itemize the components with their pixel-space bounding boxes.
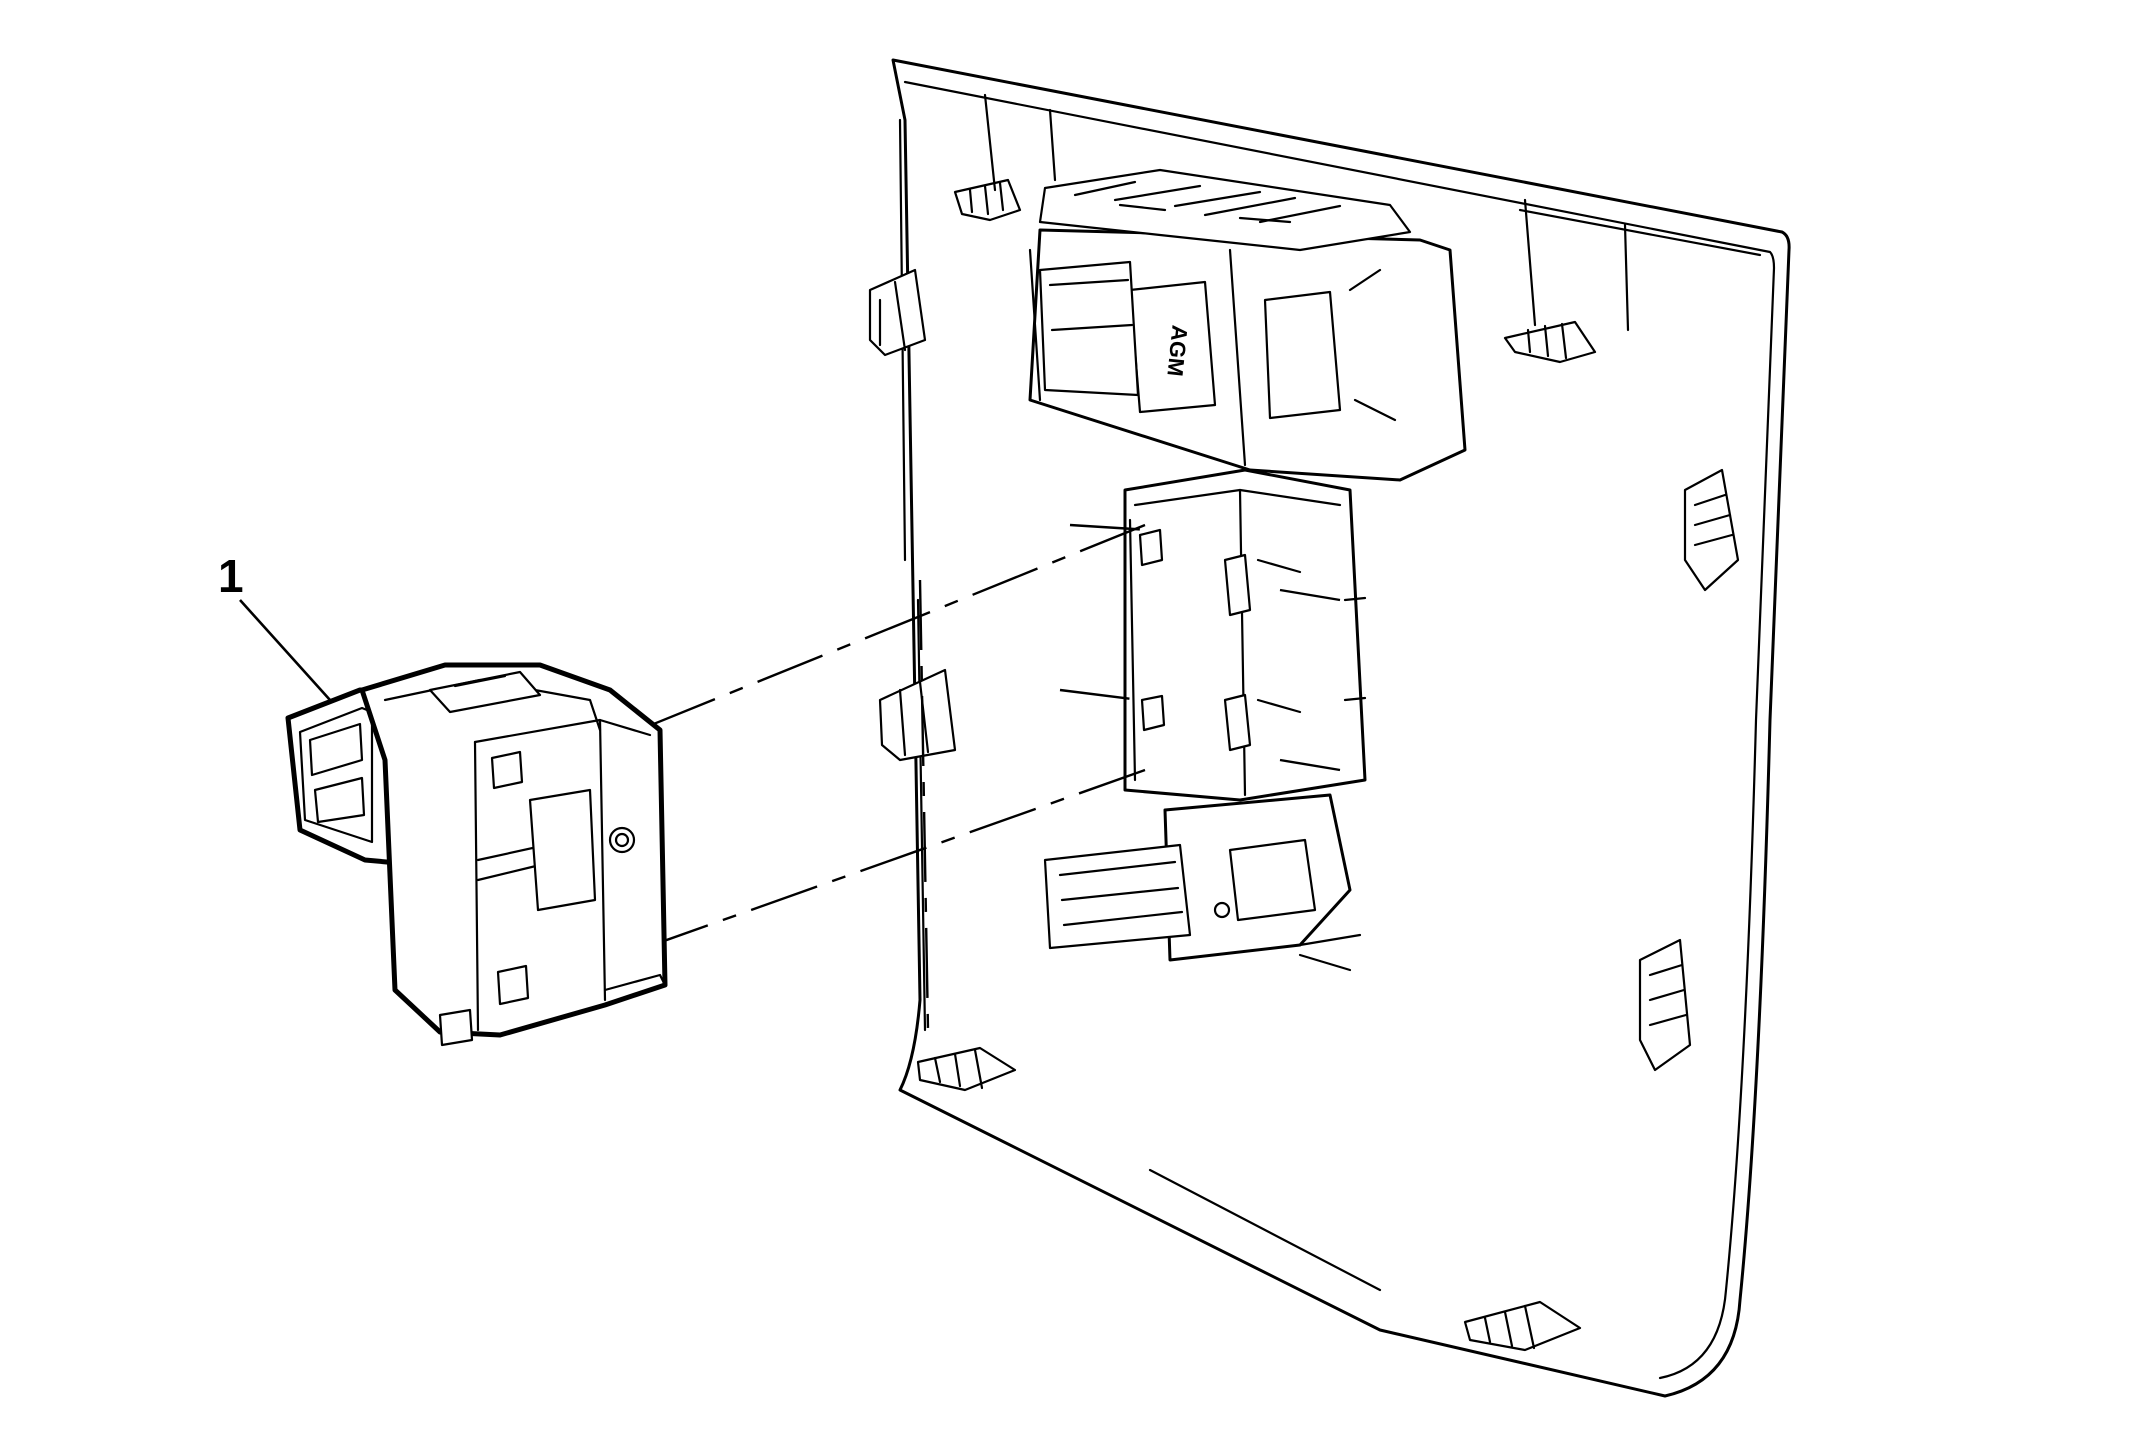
panel-clip-bottom-right bbox=[1463, 1300, 1582, 1352]
agm-button: AGM bbox=[1128, 280, 1217, 414]
callout-1-label: 1 bbox=[218, 550, 244, 602]
switch-mount-frame bbox=[1123, 468, 1367, 802]
panel-clip-right-lower bbox=[1638, 938, 1692, 1072]
panel-clip-top-right bbox=[1503, 198, 1630, 364]
panel-clip-right-upper bbox=[1683, 468, 1740, 592]
lower-connector bbox=[1043, 793, 1362, 972]
panel-clip-left-middle bbox=[878, 668, 957, 762]
callout-1: 1 bbox=[218, 550, 331, 701]
assembly-guide-lines bbox=[539, 523, 1341, 1031]
panel-clip-bottom-left bbox=[916, 1046, 1017, 1092]
panel-clip-left-upper bbox=[868, 268, 927, 357]
agm-label: AGM bbox=[1162, 324, 1192, 378]
callout-1-leader-line bbox=[239, 599, 331, 701]
upper-switch-bank: AGM bbox=[1028, 168, 1467, 482]
panel-clip-top bbox=[953, 93, 1057, 222]
switch-item-1 bbox=[285, 662, 668, 1047]
